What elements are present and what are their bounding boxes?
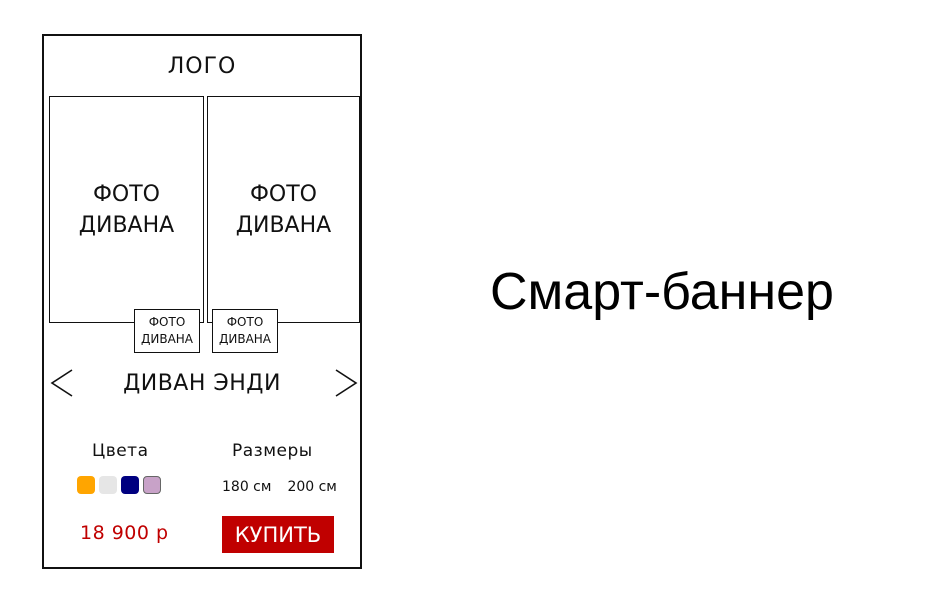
sizes-label: Размеры	[232, 441, 313, 461]
size-option-180[interactable]: 180 см	[222, 479, 272, 495]
color-swatch-light-gray[interactable]	[99, 476, 117, 494]
color-swatch-lilac[interactable]	[143, 476, 161, 494]
size-option-200[interactable]: 200 см	[287, 479, 337, 495]
photo-label: ФОТО ДИВАНА	[78, 181, 175, 238]
product-name: ДИВАН ЭНДИ	[123, 371, 281, 396]
sofa-photo-main-1[interactable]: ФОТО ДИВАНА	[49, 96, 204, 323]
photo-label: ФОТО ДИВАНА	[140, 315, 194, 346]
price: 18 900 р	[80, 522, 169, 544]
color-swatch-navy[interactable]	[121, 476, 139, 494]
colors-label: Цвета	[92, 441, 149, 461]
chevron-left-icon[interactable]	[49, 368, 75, 398]
sofa-photo-main-2[interactable]: ФОТО ДИВАНА	[207, 96, 360, 323]
sofa-photo-thumb-2[interactable]: ФОТО ДИВАНА	[212, 309, 278, 353]
size-options: 180 см 200 см	[222, 479, 337, 495]
photo-label: ФОТО ДИВАНА	[218, 315, 272, 346]
photo-label: ФОТО ДИВАНА	[235, 181, 332, 238]
color-swatch-orange[interactable]	[77, 476, 95, 494]
buy-button[interactable]: КУПИТЬ	[222, 516, 334, 553]
sofa-photo-thumb-1[interactable]: ФОТО ДИВАНА	[134, 309, 200, 353]
chevron-right-icon[interactable]	[333, 368, 359, 398]
page-caption: Смарт-баннер	[490, 263, 834, 321]
smart-banner: ЛОГО ФОТО ДИВАНА ФОТО ДИВАНА ФОТО ДИВАНА…	[42, 34, 362, 569]
color-swatches	[77, 476, 161, 494]
logo: ЛОГО	[167, 54, 237, 79]
